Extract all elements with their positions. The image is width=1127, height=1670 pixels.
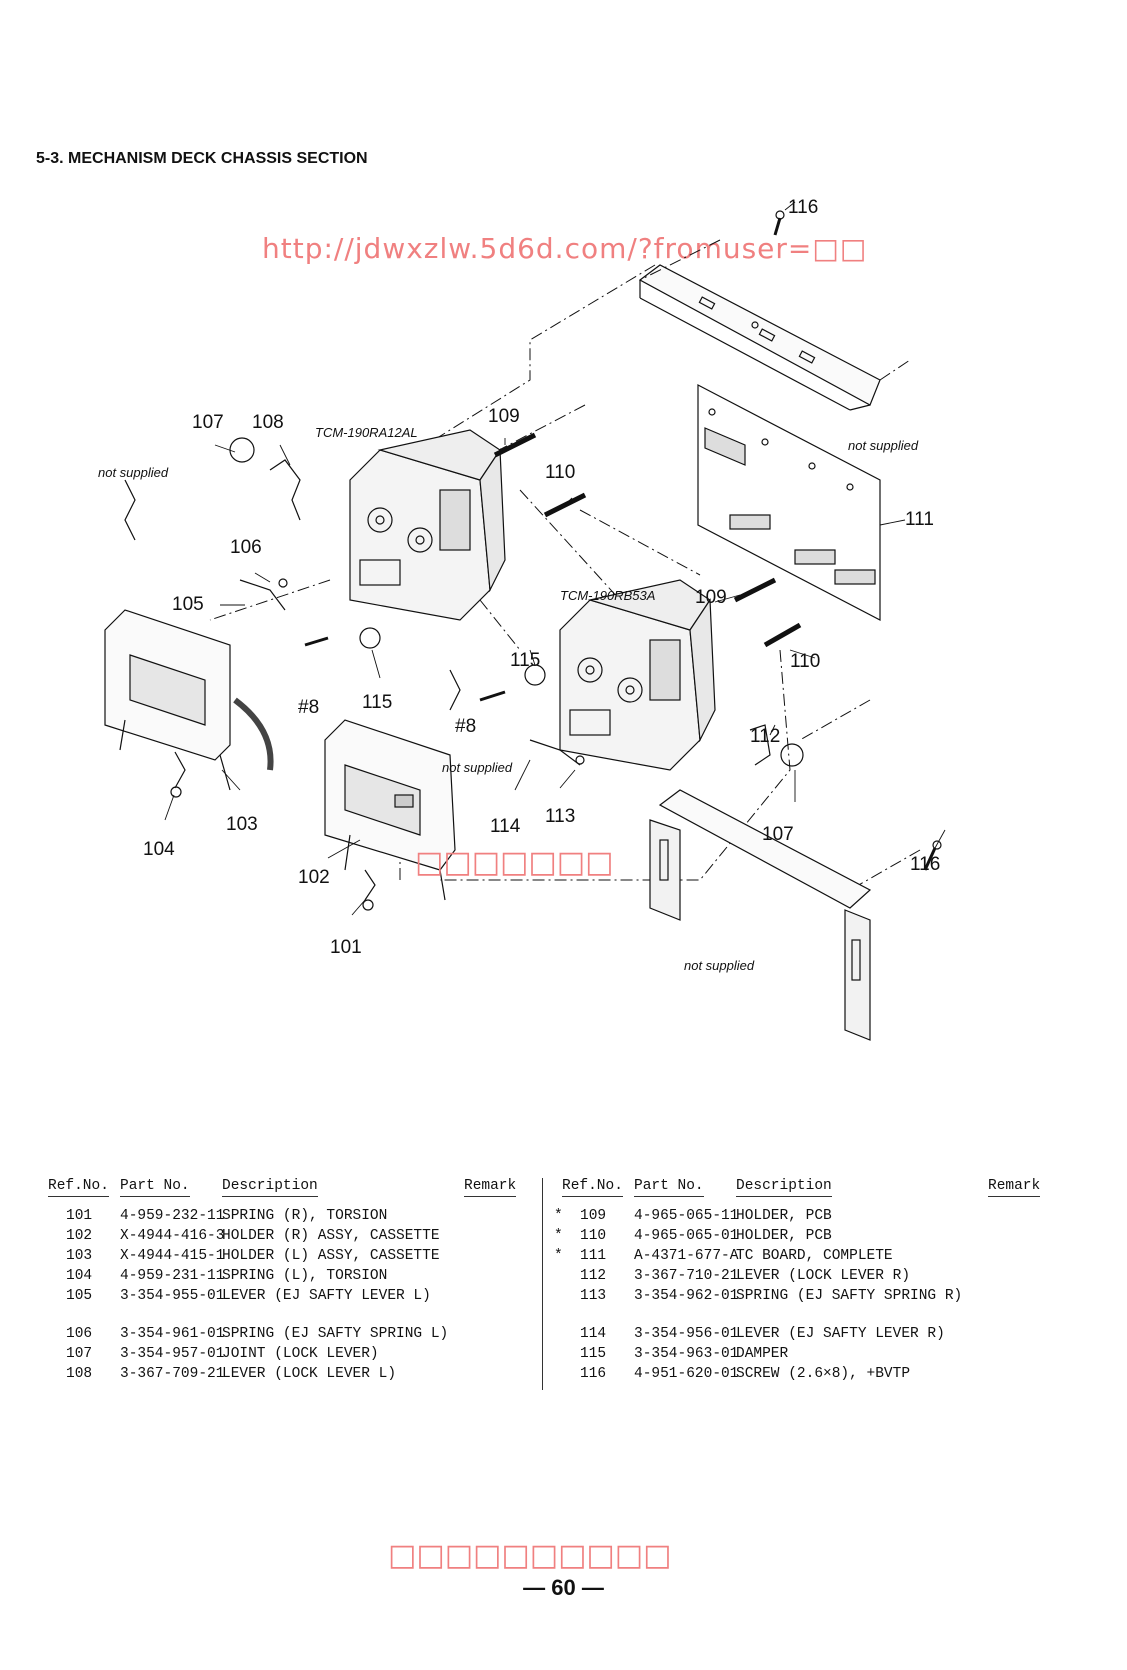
section-title: 5-3. MECHANISM DECK CHASSIS SECTION bbox=[36, 150, 368, 167]
screw-label-right: #8 bbox=[455, 716, 476, 737]
callout-106: 106 bbox=[230, 537, 262, 558]
tc-board bbox=[697, 384, 881, 621]
callout-109-top: 109 bbox=[488, 406, 520, 427]
watermark-bottom: □□□□□□□□□□ bbox=[388, 1538, 672, 1573]
parts-table-right: Ref.No. Part No. Description Remark *109… bbox=[554, 1178, 1082, 1386]
bottom-bracket bbox=[649, 789, 872, 1041]
header-ref: Ref.No. bbox=[562, 1178, 623, 1197]
callout-115-right: 115 bbox=[510, 650, 540, 671]
callout-105: 105 bbox=[172, 594, 204, 615]
callout-107-left: 107 bbox=[192, 412, 224, 433]
model-label-right: TCM-190RB53A bbox=[560, 588, 655, 603]
exploded-diagram: 116 107 108 109 110 111 106 105 109 110 … bbox=[98, 197, 946, 1041]
table-header: Ref.No. Part No. Description Remark bbox=[562, 1178, 1082, 1208]
callout-107-right: 107 bbox=[762, 824, 794, 845]
callout-101: 101 bbox=[330, 937, 362, 958]
watermark-middle: □□□□□□□ bbox=[415, 845, 614, 880]
header-desc: Description bbox=[222, 1178, 318, 1197]
cassette-holder-left bbox=[104, 609, 274, 791]
callout-104: 104 bbox=[143, 839, 175, 860]
header-desc: Description bbox=[736, 1178, 832, 1197]
small-parts bbox=[124, 210, 942, 911]
header-ref: Ref.No. bbox=[48, 1178, 109, 1197]
mechanism-right bbox=[559, 579, 716, 771]
callout-111: 111 bbox=[905, 509, 934, 530]
top-bracket bbox=[638, 264, 881, 411]
callout-116-bottom: 116 bbox=[910, 854, 940, 875]
callout-102: 102 bbox=[298, 867, 330, 888]
callout-115-left: 115 bbox=[362, 692, 392, 713]
header-remark: Remark bbox=[988, 1178, 1041, 1197]
callout-103: 103 bbox=[226, 814, 258, 835]
not-supplied-label: not supplied bbox=[848, 438, 919, 453]
header-part: Part No. bbox=[634, 1178, 704, 1197]
table-divider bbox=[542, 1178, 543, 1390]
header-part: Part No. bbox=[120, 1178, 190, 1197]
header-remark: Remark bbox=[464, 1178, 517, 1197]
callout-110-top: 110 bbox=[545, 462, 575, 483]
mechanism-left bbox=[349, 429, 506, 621]
watermark-url: http://jdwxzlw.5d6d.com/?fromuser=□□ bbox=[262, 232, 868, 265]
model-label-left: TCM-190RA12AL bbox=[315, 425, 418, 440]
callout-108: 108 bbox=[252, 412, 284, 433]
table-header: Ref.No. Part No. Description Remark bbox=[48, 1178, 518, 1208]
page-number: — 60 — bbox=[523, 1575, 604, 1600]
not-supplied-label: not supplied bbox=[684, 958, 755, 973]
not-supplied-label: not supplied bbox=[98, 465, 169, 480]
cassette-holder-right bbox=[324, 719, 456, 901]
callout-110-right: 110 bbox=[790, 651, 820, 672]
callout-112: 112 bbox=[750, 726, 780, 747]
callout-116-top: 116 bbox=[788, 197, 818, 218]
callout-113: 113 bbox=[545, 806, 575, 827]
not-supplied-label: not supplied bbox=[442, 760, 513, 775]
callout-109-right: 109 bbox=[695, 587, 727, 608]
screw-label-left: #8 bbox=[298, 697, 319, 718]
callout-114: 114 bbox=[490, 816, 521, 837]
